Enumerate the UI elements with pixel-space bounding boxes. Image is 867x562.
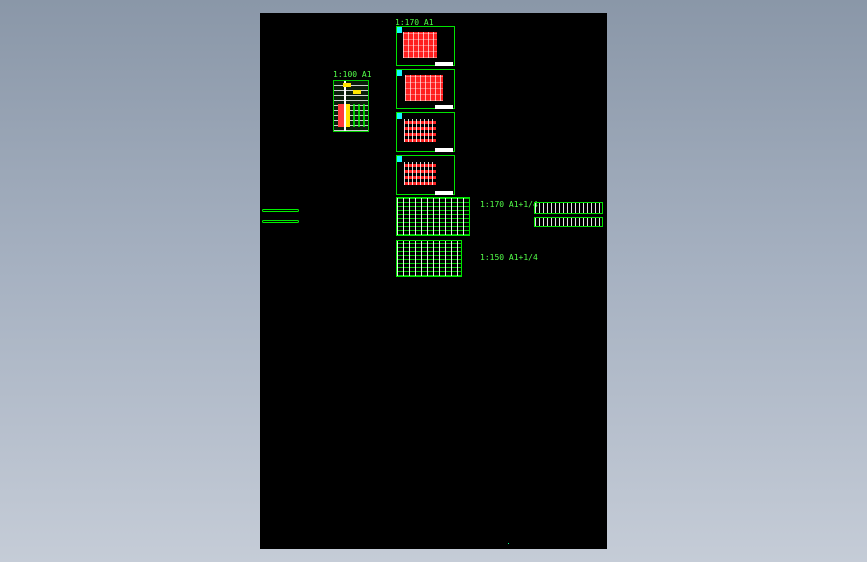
sheet-flag-icon [397, 113, 402, 119]
sheet-3[interactable] [396, 112, 455, 152]
left-line-1[interactable] [262, 209, 299, 212]
sheet-2[interactable] [396, 69, 455, 109]
small-sheet-highlight-2 [353, 90, 361, 94]
scale-label-right-2: 1:150 A1+1/4 [480, 253, 538, 262]
stamp-icon [435, 62, 453, 66]
cursor-dot [508, 543, 509, 544]
sheet-flag-icon [397, 156, 402, 162]
sheet-6[interactable] [396, 240, 462, 277]
right-strip-1[interactable] [534, 202, 603, 214]
right-strip-2[interactable] [534, 217, 603, 227]
sheet-4[interactable] [396, 155, 455, 195]
scale-label-right-1: 1:170 A1+1/4 [480, 200, 538, 209]
drawing-canvas[interactable]: 1:170 A1 1:100 A1 1:170 A1+1/4 1:150 A1+… [260, 13, 607, 549]
left-line-2[interactable] [262, 220, 299, 223]
scale-label-top: 1:170 A1 [395, 18, 434, 27]
stamp-icon [435, 191, 453, 195]
stamp-icon [435, 148, 453, 152]
small-sheet-highlight-1 [343, 83, 351, 87]
sheet-1[interactable] [396, 26, 455, 66]
scale-label-left: 1:100 A1 [333, 70, 372, 79]
sheet-5[interactable] [396, 197, 470, 236]
sheet-flag-icon [397, 27, 402, 33]
sheet-flag-icon [397, 70, 402, 76]
stamp-icon [435, 105, 453, 109]
small-detail-sheet[interactable] [333, 80, 369, 132]
